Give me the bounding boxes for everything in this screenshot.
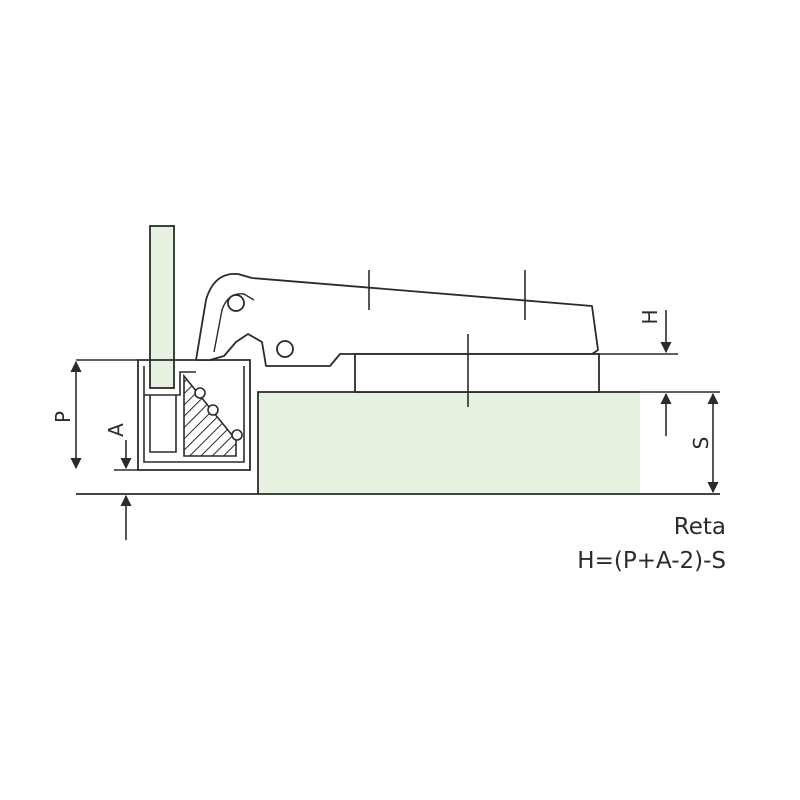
hinge-pivot-upper — [227, 294, 245, 312]
dim-s-label: S — [689, 437, 713, 450]
glass-clamp-inner — [143, 366, 245, 463]
hinge-arm — [195, 273, 599, 367]
glass-clamp-channel-top — [144, 371, 196, 396]
side-panel — [258, 392, 640, 494]
pivot-pin-1 — [194, 387, 206, 399]
mounting-plate — [354, 353, 600, 393]
caption-type: Reta — [674, 514, 726, 540]
dim-p-label: P — [51, 411, 75, 423]
hatched-wedge — [183, 373, 237, 457]
caption-formula: H=(P+A-2)-S — [577, 548, 726, 574]
glass-door — [149, 225, 175, 389]
dim-h-label: H — [638, 309, 662, 324]
pivot-pin-3 — [231, 429, 243, 441]
glass-clamp-channel — [149, 395, 177, 453]
pivot-pin-2 — [207, 404, 219, 416]
dim-a-label: A — [104, 423, 128, 437]
hinge-pivot-lower — [276, 340, 294, 358]
